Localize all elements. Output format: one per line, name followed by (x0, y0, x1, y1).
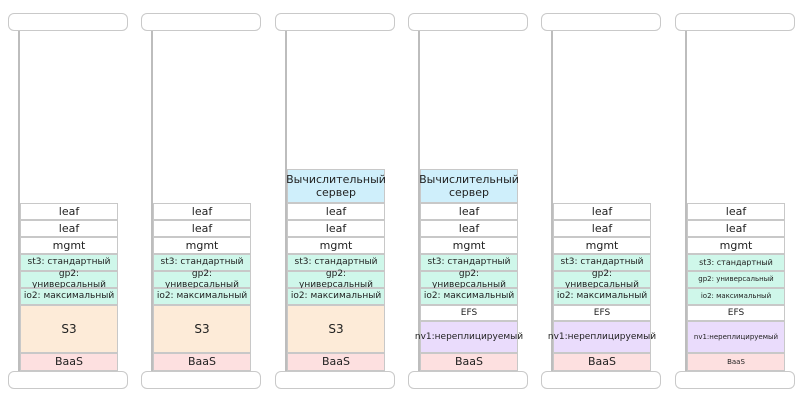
layer-leaf: leaf (20, 220, 118, 237)
layer-compute-server: Вычислительный сервер (419, 169, 519, 203)
layer-io2: io2: максимальный (420, 288, 518, 305)
rack-post-left (18, 31, 20, 371)
layer-gp2: gp2: универсальный (553, 269, 651, 290)
layer-gp2: gp2: универсальный (287, 269, 385, 290)
layer-mgmt: mgmt (153, 237, 251, 254)
rack-4: Вычислительный сервер leaf leaf mgmt st3… (408, 13, 530, 390)
layer-st3: st3: стандартный (20, 254, 118, 271)
rack-post-left (151, 31, 153, 371)
rack-body: Вычислительный сервер leaf leaf mgmt st3… (286, 31, 386, 371)
layer-leaf: leaf (153, 220, 251, 237)
rack-bottom-cap (675, 371, 795, 389)
layer-baas: BaaS (420, 353, 518, 371)
layer-mgmt: mgmt (20, 237, 118, 254)
rack-top-cap (541, 13, 661, 31)
layer-leaf: leaf (287, 203, 385, 220)
rack-body: leaf leaf mgmt st3: стандартный gp2: уни… (20, 31, 118, 371)
layer-efs: EFS (687, 305, 785, 321)
layer-leaf: leaf (287, 220, 385, 237)
layer-leaf: leaf (420, 203, 518, 220)
layer-gp2: gp2: универсальный (153, 269, 251, 290)
rack-post-left (685, 31, 687, 371)
rack-body: leaf leaf mgmt st3: стандартный gp2: уни… (153, 31, 251, 371)
layer-leaf: leaf (687, 203, 785, 220)
layer-nv1: nv1:нереплицируемый (415, 321, 523, 353)
rack-top-cap (141, 13, 261, 31)
rack-post-left (551, 31, 553, 371)
layer-baas: BaaS (20, 353, 118, 371)
rack-bottom-cap (141, 371, 261, 389)
layer-baas: BaaS (287, 353, 385, 371)
rack-bottom-cap (541, 371, 661, 389)
layer-gp2: gp2: универсальный (420, 269, 518, 290)
rack-6: leaf leaf mgmt st3: стандартный gp2: уни… (675, 13, 797, 390)
rack-top-cap (675, 13, 795, 31)
layer-io2: io2: максимальный (553, 288, 651, 305)
layer-leaf: leaf (553, 220, 651, 237)
layer-st3: st3: стандартный (420, 254, 518, 271)
layer-io2: io2: максимальный (287, 288, 385, 305)
rack-top-cap (408, 13, 528, 31)
layer-compute-server: Вычислительный сервер (286, 169, 386, 203)
layer-s3: S3 (287, 305, 385, 353)
layer-baas: BaaS (687, 353, 785, 371)
layer-leaf: leaf (687, 220, 785, 237)
rack-body: leaf leaf mgmt st3: стандартный gp2: уни… (687, 31, 785, 371)
layer-st3: st3: стандартный (553, 254, 651, 271)
layer-nv1: nv1:нереплицируемый (548, 321, 656, 353)
layer-st3: st3: стандартный (153, 254, 251, 271)
rack-3: Вычислительный сервер leaf leaf mgmt st3… (275, 13, 397, 390)
layer-baas: BaaS (553, 353, 651, 371)
rack-5: leaf leaf mgmt st3: стандартный gp2: уни… (541, 13, 663, 390)
rack-bottom-cap (275, 371, 395, 389)
layer-gp2: gp2: универсальный (687, 271, 785, 288)
rack-1: leaf leaf mgmt st3: стандартный gp2: уни… (8, 13, 130, 390)
layer-nv1: nv1:нереплицируемый (687, 321, 785, 353)
layer-efs: EFS (420, 305, 518, 321)
layer-mgmt: mgmt (553, 237, 651, 254)
layer-efs: EFS (553, 305, 651, 321)
layer-mgmt: mgmt (420, 237, 518, 254)
rack-post-left (418, 31, 420, 371)
rack-body: leaf leaf mgmt st3: стандартный gp2: уни… (548, 31, 656, 371)
layer-io2: io2: максимальный (153, 288, 251, 305)
rack-body: Вычислительный сервер leaf leaf mgmt st3… (415, 31, 523, 371)
layer-s3: S3 (153, 305, 251, 353)
rack-top-cap (275, 13, 395, 31)
layer-leaf: leaf (420, 220, 518, 237)
layer-gp2: gp2: универсальный (20, 269, 118, 290)
layer-s3: S3 (20, 305, 118, 353)
rack-top-cap (8, 13, 128, 31)
rack-2: leaf leaf mgmt st3: стандартный gp2: уни… (141, 13, 263, 390)
layer-leaf: leaf (553, 203, 651, 220)
layer-leaf: leaf (20, 203, 118, 220)
layer-mgmt: mgmt (287, 237, 385, 254)
layer-baas: BaaS (153, 353, 251, 371)
layer-st3: st3: стандартный (687, 254, 785, 271)
rack-post-left (285, 31, 287, 371)
layer-mgmt: mgmt (687, 237, 785, 254)
layer-leaf: leaf (153, 203, 251, 220)
rack-bottom-cap (8, 371, 128, 389)
layer-st3: st3: стандартный (287, 254, 385, 271)
rack-bottom-cap (408, 371, 528, 389)
layer-io2: io2: максимальный (20, 288, 118, 305)
layer-io2: io2: максимальный (687, 288, 785, 305)
